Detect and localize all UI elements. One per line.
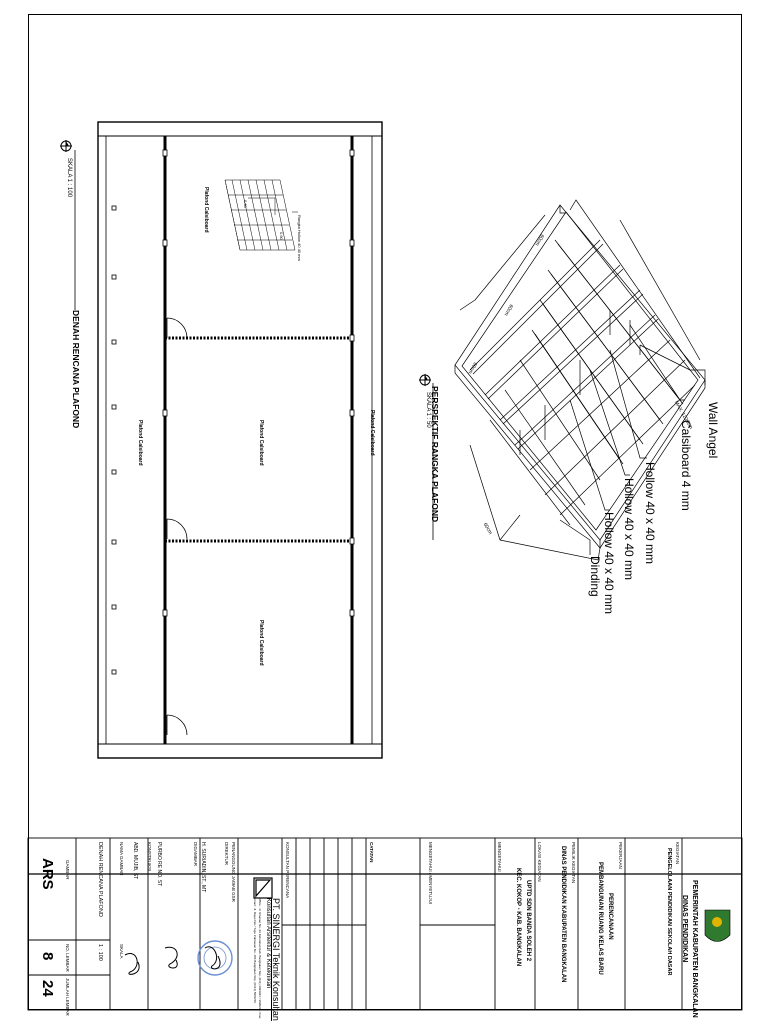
pekerjaan-line-2: PEMBANGUNAN RUANG KELAS BARU <box>597 862 603 975</box>
room-label-corridor: Plafond Calsiboard <box>369 410 375 456</box>
callout-leaders <box>559 324 706 555</box>
callout-wall-angel: Wall Angel <box>706 402 720 459</box>
company-stamp <box>197 940 233 976</box>
skala-label: SKALA <box>119 944 124 959</box>
owner-line-1: PEMERINTAH KABUPATEN BANGKALAN <box>691 880 698 1018</box>
callout-dinding: Dinding <box>588 556 602 597</box>
drawing-sheet-frame <box>28 14 742 1010</box>
pemilik-value: DINAS PENDIDIKAN KABUPATEN BANGKALAN <box>560 846 566 983</box>
title-block-frame <box>27 837 743 1011</box>
konsultan-address: Office : Jl. Kinanan No. 2A Kelurahan Ka… <box>258 898 262 1019</box>
room-label-3: Plafond Calsiboard <box>137 420 143 466</box>
perspective-scale: SKALA 1 : 50 <box>425 392 431 428</box>
detail-dim-a: 0.60 <box>243 200 248 208</box>
no-lembar-value: 8 <box>39 952 56 961</box>
pj-label: PENANGGUNG JAWAB GSR <box>231 842 236 902</box>
pekerjaan-line-1: PERENCANAAN <box>607 893 613 940</box>
pekerjaan-label: PEKERJAAN <box>618 842 623 869</box>
nama-gambar-value: DENAH RENCANA PLAFOND <box>97 842 103 917</box>
room-label-2: Plafond Calsiboard <box>258 420 264 466</box>
konsultan-sub: Konsultan Arsitektur & Keteknikan <box>265 898 271 989</box>
konsultan-address-2: Email : Jl. Raya Pati / Tugu Pahlawan No… <box>253 898 257 1003</box>
digambar-label: DIGAMBAR <box>193 842 198 867</box>
signature-direktur <box>204 946 221 970</box>
konsultan-name: PT. SINERGI Teknik Konsultan <box>271 898 281 1021</box>
jumlah-value: 24 <box>39 980 56 997</box>
signature-konstruksi <box>124 953 140 975</box>
konstruksi-name: ABD. MUJIB, ST <box>132 842 138 880</box>
signature-drafter <box>164 946 178 969</box>
lokasi-line-1: UPTD SDN BANDA SOLEH 2 <box>525 880 531 962</box>
direktur-label: DIREKTUR <box>224 842 229 866</box>
detail-note: Rangka Hollow 40 40 mm <box>297 215 302 261</box>
mengetahui-label: MENGETAHUI <box>497 842 502 872</box>
ceiling-frame-perspective <box>454 199 706 561</box>
callout-hollow-1: Hollow 40 x 40 mm <box>643 462 657 565</box>
ceiling-plan <box>97 121 383 759</box>
mengetahui-menyetujui-label: MENGETAHUI / MENYETUJUI <box>428 842 433 905</box>
owner-line-2: DINAS PENDIDIKAN <box>681 895 688 963</box>
konsultan-label: KONSULTAN PERENCANA <box>285 842 290 899</box>
gambar-label: GAMBAR <box>65 860 70 880</box>
north-symbol-plan <box>60 140 72 152</box>
perspective-title: PERSPEKTIF RANGKA PLAFOND <box>430 386 440 523</box>
north-symbol-perspective <box>419 374 431 386</box>
room-label-4: Plafond Calsiboard <box>258 620 264 666</box>
detail-dim-b: 0.60 <box>279 232 284 240</box>
callout-hollow-2: Hollow 40 x 40 mm <box>622 478 636 581</box>
jumlah-label: JUMLAH LEMBAR <box>65 978 70 1016</box>
no-lembar-label: NO. LEMBAR <box>65 944 70 972</box>
consultant-logo <box>253 877 273 899</box>
callout-calsiboard: Calsiboard 4 mm <box>679 420 693 511</box>
direktur-name: H. SURIADIN, ST., MT <box>200 842 206 893</box>
skala-value: 1 : 100 <box>97 944 103 961</box>
konstruksi-label: KONSTRUKSI <box>147 842 152 872</box>
plan-title: DENAH RENCANA PLAFOND <box>71 310 81 429</box>
lokasi-label: LOKASI KEGIATAN <box>537 842 542 882</box>
kegiatan-label: KEGIATAN <box>675 842 680 865</box>
bangkalan-emblem <box>704 909 731 942</box>
callout-hollow-3: Hollow 40 x 40 mm <box>602 512 616 615</box>
catatan-label: CATATAN <box>369 842 374 863</box>
nama-gambar-label: NAMA GAMBAR <box>119 842 124 876</box>
room-label-1: Plafond Calsiboard <box>203 187 209 233</box>
gambar-value: ARS <box>39 858 56 890</box>
digambar-name: PURBO RE NO. ST <box>156 842 162 887</box>
lokasi-line-2: KEC. KOKOP - KAB. BANGKALAN <box>515 868 521 967</box>
pemilik-label: PEMILIK KEGIATAN <box>571 842 576 884</box>
kegiatan-value: PENGELOLAAN PENDIDIKAN SEKOLAH DASAR <box>666 848 672 976</box>
plan-scale: SKALA 1 : 100 <box>66 158 72 198</box>
